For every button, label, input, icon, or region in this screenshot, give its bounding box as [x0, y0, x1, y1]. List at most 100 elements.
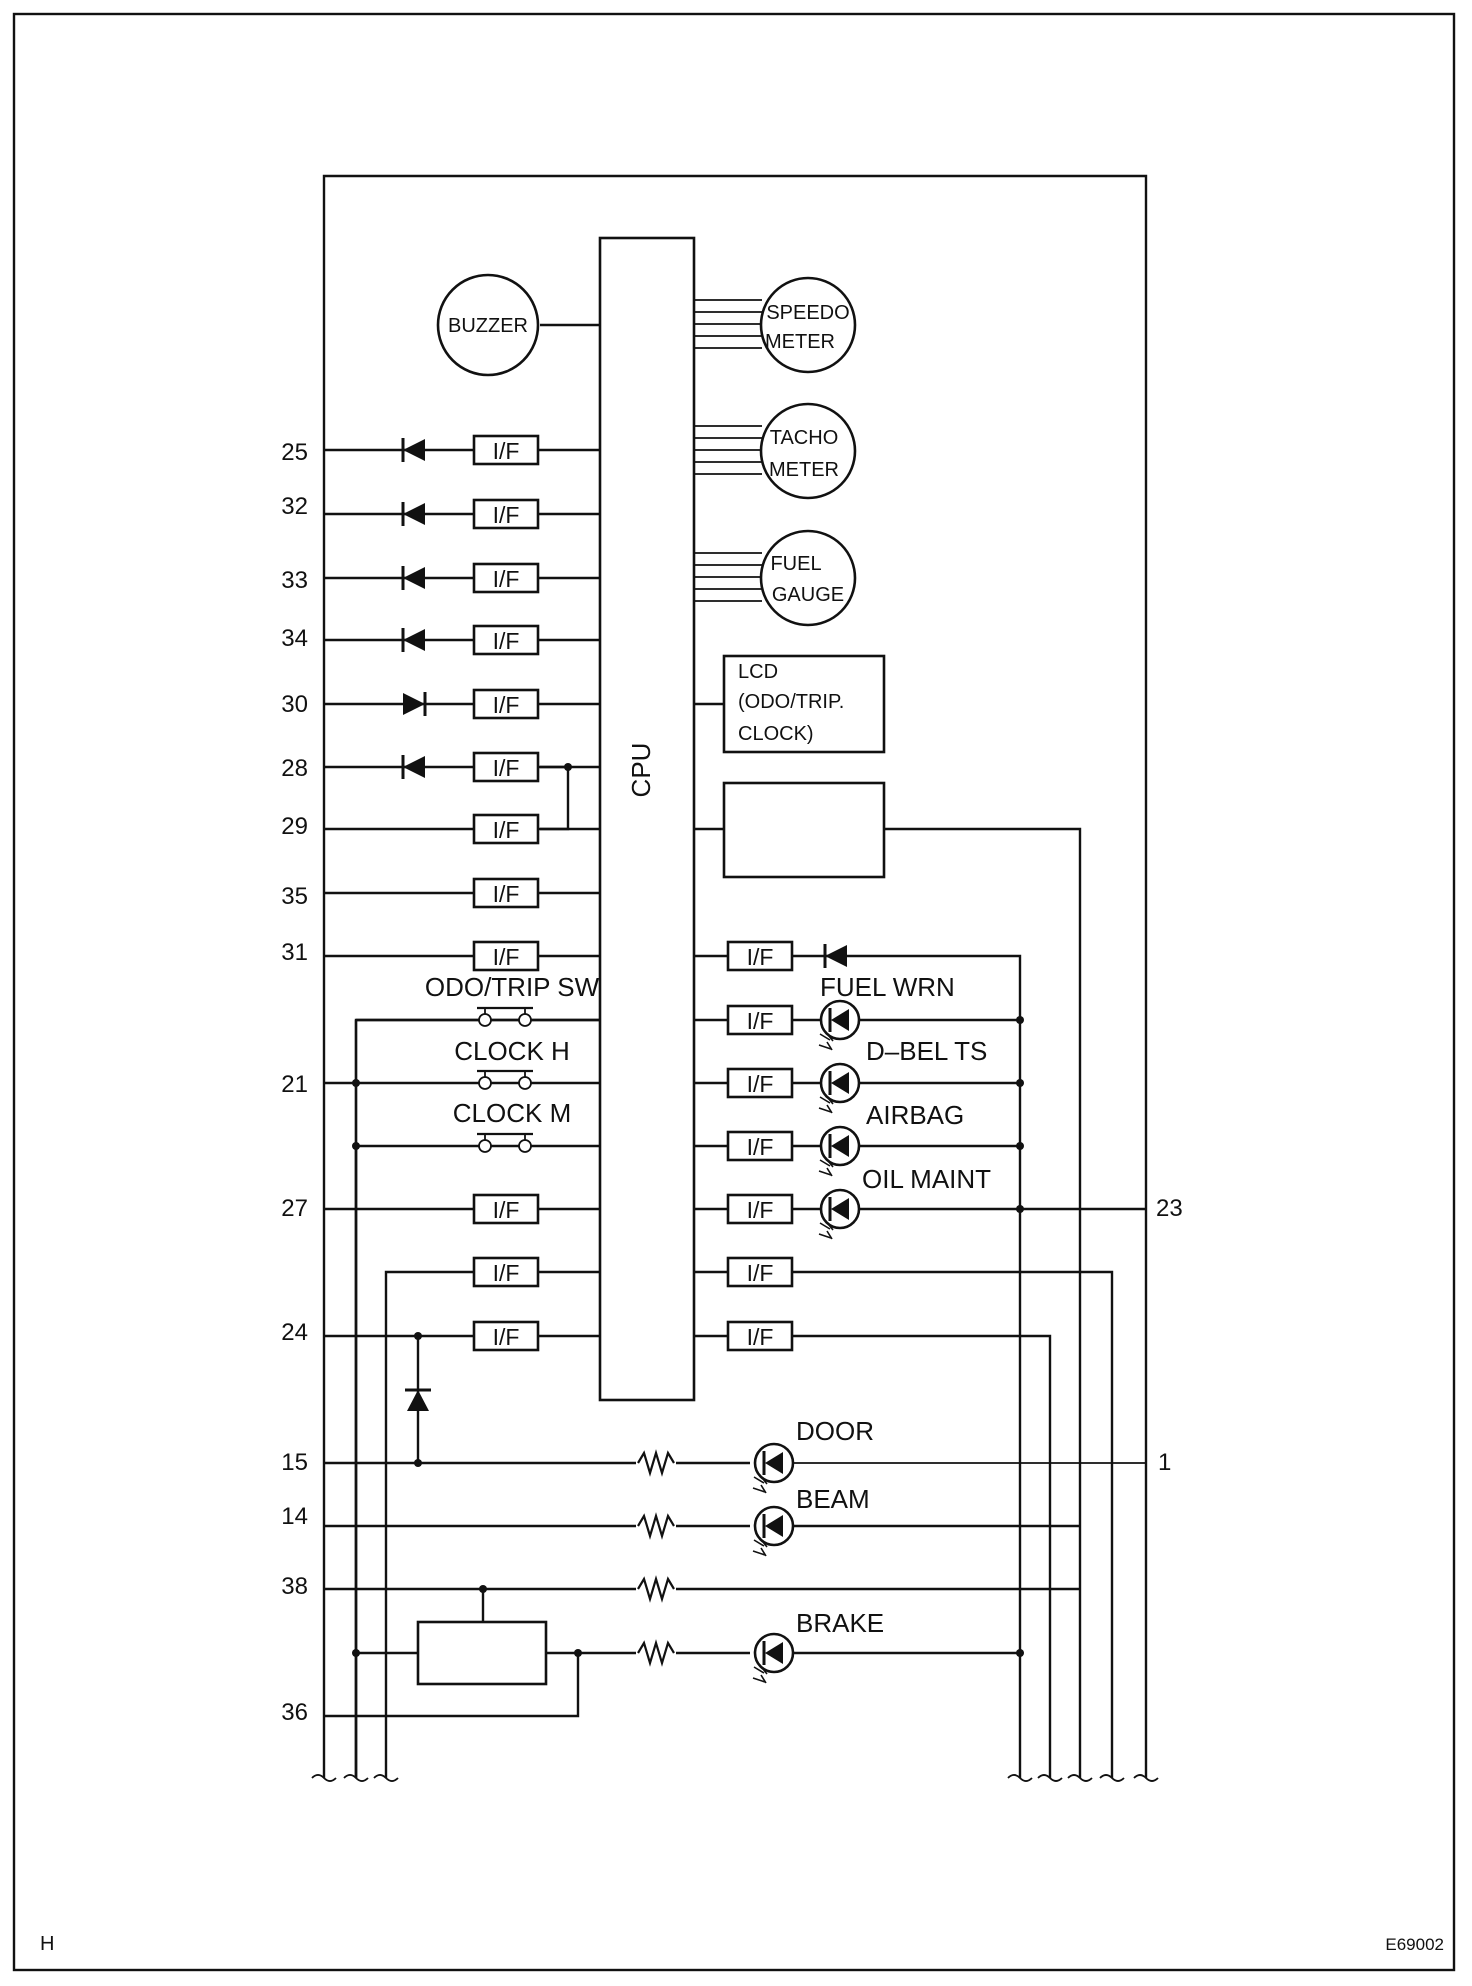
oil-maint-label: OIL MAINT [862, 1164, 991, 1194]
lcd-label-2: (ODO/TRIP. [738, 691, 844, 713]
left-if-boxes: I/F I/F I/F I/F I/F I/F I/F I/F I/F I/F … [472, 434, 540, 1352]
clock-m-switch [475, 1132, 535, 1154]
if-label: I/F [493, 881, 520, 907]
left-pin-numbers: 25 32 33 34 30 28 29 35 31 21 27 24 15 1… [281, 439, 308, 1726]
pin-label: 34 [281, 625, 308, 652]
speedometer-label-2: METER [765, 331, 835, 353]
speedometer-label-1: SPEEDO [766, 302, 849, 324]
if-label: I/F [493, 1197, 520, 1223]
lcd-label-3: CLOCK) [738, 723, 814, 745]
fuel-wrn-label: FUEL WRN [820, 972, 955, 1002]
diode-28 [401, 753, 427, 781]
figure-code: E69002 [1385, 1935, 1444, 1954]
pin-label: 24 [281, 1319, 308, 1346]
brake-label: BRAKE [796, 1608, 884, 1638]
if-label: I/F [747, 1260, 774, 1286]
diode-24-15 [405, 1388, 431, 1411]
pin-label: 27 [281, 1195, 308, 1222]
pin-label: 14 [281, 1503, 308, 1530]
tachometer-label-2: METER [769, 459, 839, 481]
pin-label: 30 [281, 691, 308, 718]
resistor-brake [636, 1641, 676, 1665]
pin23-led [817, 1188, 861, 1241]
resistor-beam [636, 1514, 676, 1538]
speedometer-bus [694, 299, 762, 349]
pin-label: 15 [281, 1449, 308, 1476]
odo-trip-sw-label: ODO/TRIP SW [425, 972, 600, 1002]
fuel-gauge-bus [694, 552, 762, 602]
if-label: I/F [493, 438, 520, 464]
wire-break-marks [311, 1774, 1159, 1782]
if-label: I/F [493, 502, 520, 528]
clock-h-switch [475, 1069, 535, 1091]
oil-maint-led [817, 1125, 861, 1178]
clock-h-label: CLOCK H [454, 1036, 570, 1066]
speedometer [759, 276, 857, 374]
resistor-38 [636, 1577, 676, 1601]
if-label: I/F [493, 566, 520, 592]
if-label: I/F [493, 1260, 520, 1286]
pin-label: 28 [281, 755, 308, 782]
buzzer [436, 273, 540, 377]
corner-caption-left: H [40, 1933, 54, 1955]
fuel-gauge [759, 529, 857, 627]
if-label: I/F [493, 755, 520, 781]
cpu-label: CPU [626, 743, 656, 798]
tachometer-label-1: TACHO [770, 427, 839, 449]
door-label: DOOR [796, 1416, 874, 1446]
brake-control-block [416, 1620, 548, 1686]
brake-led [751, 1632, 795, 1685]
tachometer [759, 402, 857, 500]
door-led [751, 1442, 795, 1495]
meter-enclosure [322, 174, 1148, 1778]
if-label: I/F [747, 1134, 774, 1160]
diode-33 [401, 564, 427, 592]
pin-label: 29 [281, 813, 308, 840]
if-label: I/F [493, 692, 520, 718]
right-if-boxes: I/F I/F I/F I/F I/F I/F I/F [726, 940, 794, 1352]
beam-led [751, 1505, 795, 1558]
pin-label: 23 [1156, 1195, 1183, 1222]
odo-trip-switch [475, 1006, 535, 1028]
pin-label: 33 [281, 567, 308, 594]
page-frame [12, 12, 1456, 1972]
diode-32 [401, 500, 427, 528]
diode-25 [401, 436, 427, 464]
right-wires [694, 954, 1146, 1778]
if-label: I/F [747, 1008, 774, 1034]
if-label: I/F [493, 817, 520, 843]
diode-fuel-wrn [823, 942, 849, 970]
clock-m-label: CLOCK M [453, 1098, 571, 1128]
lcd-block [722, 654, 886, 754]
pin-label: 25 [281, 439, 308, 466]
if-label: I/F [493, 1324, 520, 1350]
pin-label: 38 [281, 1573, 308, 1600]
pin-label: 32 [281, 493, 308, 520]
if-label: I/F [747, 944, 774, 970]
pin-label: 1 [1158, 1449, 1171, 1476]
buzzer-label: BUZZER [448, 315, 528, 337]
airbag-label: AIRBAG [866, 1100, 964, 1130]
beam-label: BEAM [796, 1484, 870, 1514]
if-label: I/F [493, 628, 520, 654]
if-label: I/F [747, 1071, 774, 1097]
pin-label: 31 [281, 939, 308, 966]
lcd-label-1: LCD [738, 661, 778, 683]
pin-label: 35 [281, 883, 308, 910]
cpu-block [598, 236, 696, 1402]
if-label: I/F [493, 944, 520, 970]
if-label: I/F [747, 1197, 774, 1223]
fuel-gauge-label-2: GAUGE [772, 584, 844, 606]
diode-34 [401, 626, 427, 654]
pin-label: 21 [281, 1071, 308, 1098]
resistor-door [636, 1451, 676, 1475]
airbag-led [817, 1062, 861, 1115]
d-bel-ts-led [817, 999, 861, 1052]
diode-30 [401, 690, 427, 718]
if-label: I/F [747, 1324, 774, 1350]
tachometer-bus [694, 425, 762, 475]
fuel-gauge-label-1: FUEL [770, 553, 821, 575]
pin-label: 36 [281, 1699, 308, 1726]
d-bel-ts-label: D–BEL TS [866, 1036, 987, 1066]
